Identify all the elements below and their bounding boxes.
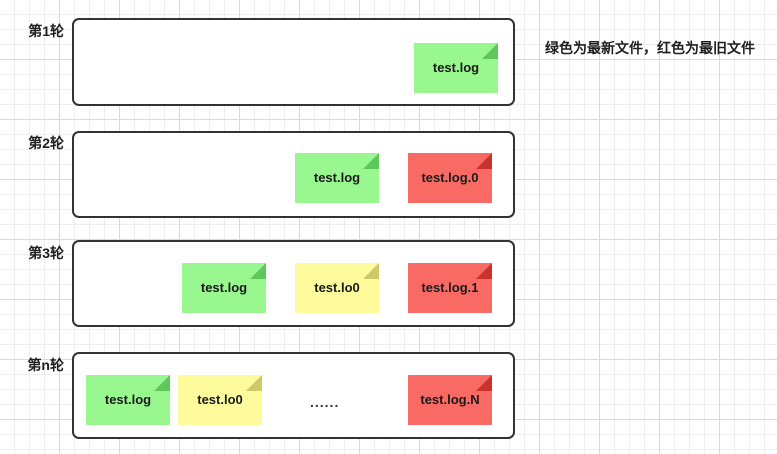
file-fold-icon xyxy=(476,263,492,279)
file-icon-test-log-1[interactable]: test.log.1 xyxy=(408,263,492,313)
file-icon-test-log[interactable]: test.log xyxy=(295,153,379,203)
ellipsis-label: ...... xyxy=(310,394,340,410)
file-fold-icon xyxy=(476,153,492,169)
file-icon-test-lo0[interactable]: test.lo0 xyxy=(178,375,262,425)
row-label-1: 第1轮 xyxy=(28,23,64,39)
file-icon-test-log[interactable]: test.log xyxy=(414,43,498,93)
round-box-2: test.log test.log.0 xyxy=(72,131,515,218)
file-icon-label: test.log xyxy=(104,391,152,407)
file-fold-icon xyxy=(246,375,262,391)
file-icon-label: test.log.N xyxy=(420,391,480,407)
file-fold-icon xyxy=(363,263,379,279)
file-fold-icon xyxy=(154,375,170,391)
file-icon-label: test.lo0 xyxy=(197,391,243,407)
file-icon-label: test.log xyxy=(313,169,361,185)
row-label-n: 第n轮 xyxy=(27,357,64,373)
file-icon-label: test.log.0 xyxy=(421,169,479,185)
round-box-1: test.log xyxy=(72,18,515,106)
file-icon-label: test.log.1 xyxy=(421,279,479,295)
file-fold-icon xyxy=(482,43,498,59)
file-icon-label: test.lo0 xyxy=(314,279,360,295)
file-icon-test-log-0[interactable]: test.log.0 xyxy=(408,153,492,203)
legend-note: 绿色为最新文件，红色为最旧文件 xyxy=(545,40,755,56)
file-fold-icon xyxy=(250,263,266,279)
file-icon-test-log[interactable]: test.log xyxy=(182,263,266,313)
file-icon-test-log-n[interactable]: test.log.N xyxy=(408,375,492,425)
file-fold-icon xyxy=(476,375,492,391)
file-fold-icon xyxy=(363,153,379,169)
row-label-2: 第2轮 xyxy=(28,135,64,151)
file-icon-test-lo0[interactable]: test.lo0 xyxy=(295,263,379,313)
file-icon-label: test.log xyxy=(200,279,248,295)
file-icon-label: test.log xyxy=(432,59,480,75)
file-icon-test-log[interactable]: test.log xyxy=(86,375,170,425)
round-box-3: test.log test.lo0 test.log.1 xyxy=(72,240,515,327)
round-box-n: test.log test.lo0 ...... test.log.N xyxy=(72,352,515,439)
row-label-3: 第3轮 xyxy=(28,245,64,261)
